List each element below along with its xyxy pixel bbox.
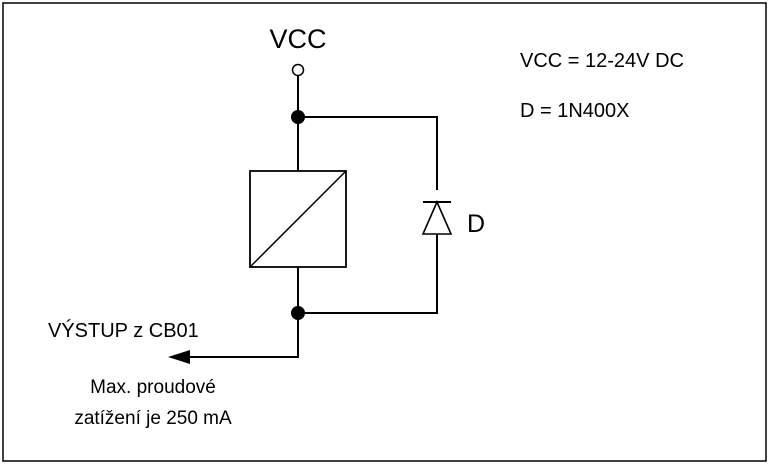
vcc-spec: VCC = 12-24V DC (520, 50, 684, 72)
output-label: VÝSTUP z CB01 (48, 319, 199, 342)
vcc-label: VCC (269, 24, 326, 54)
current-note-line2: zatížení je 250 mA (74, 408, 232, 429)
current-note-line1: Max. proudové (90, 377, 216, 398)
bottom-diode-wire (298, 234, 438, 314)
top-diode-wire (298, 116, 438, 190)
vcc-terminal (291, 63, 305, 77)
diode-label: D (467, 210, 485, 238)
relay-coil-diagonal (249, 170, 347, 268)
output-wire (188, 313, 299, 358)
output-arrow-icon (168, 350, 190, 364)
diode-spec: D = 1N400X (520, 100, 630, 122)
